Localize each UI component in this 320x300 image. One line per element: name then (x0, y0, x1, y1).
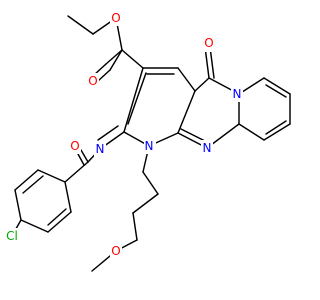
bond (37, 169, 66, 183)
fused-nitrogen-label: N (233, 87, 242, 101)
atom-labels: O N N N N O O O O Cl (3, 10, 243, 259)
amide-oxygen-label: O (70, 139, 79, 153)
bond (180, 128, 206, 142)
bond (47, 208, 67, 226)
bond (209, 46, 215, 79)
bond (132, 193, 159, 214)
chlorine-label: Cl (6, 229, 18, 243)
bond (14, 169, 39, 191)
bond (77, 153, 85, 166)
bond (109, 49, 123, 71)
imine-nitrogen-label: N (96, 142, 105, 156)
bond (22, 175, 44, 194)
bond (194, 77, 210, 92)
bond (238, 123, 265, 141)
bond (64, 161, 89, 183)
bond (47, 211, 72, 233)
ester-ether-oxygen-label: O (111, 11, 120, 25)
bond (265, 84, 287, 98)
bond (64, 181, 72, 213)
bond (127, 72, 147, 125)
bond (67, 15, 94, 35)
bond (177, 67, 196, 92)
bond (263, 77, 291, 95)
bond (20, 219, 49, 233)
bond (204, 46, 210, 79)
bond (142, 171, 159, 195)
bond (121, 49, 144, 69)
ketone-oxygen-label: O (204, 36, 213, 50)
ester-carbonyl-oxygen-label: O (88, 74, 97, 88)
bond (97, 69, 111, 82)
bond (265, 120, 287, 135)
molecule-structure: O N N N N O O O O Cl (3, 10, 291, 272)
bond (132, 212, 138, 241)
methoxy-oxygen-label: O (111, 244, 120, 258)
bond (238, 77, 265, 95)
bond (177, 90, 196, 134)
bond (14, 189, 22, 221)
bond (263, 123, 291, 141)
bond (105, 49, 123, 65)
bond (80, 149, 89, 163)
bridge-nitrogen-label: N (203, 141, 212, 155)
ring-nitrogen-label: N (145, 139, 154, 153)
bond (97, 125, 119, 141)
bond (123, 67, 144, 133)
